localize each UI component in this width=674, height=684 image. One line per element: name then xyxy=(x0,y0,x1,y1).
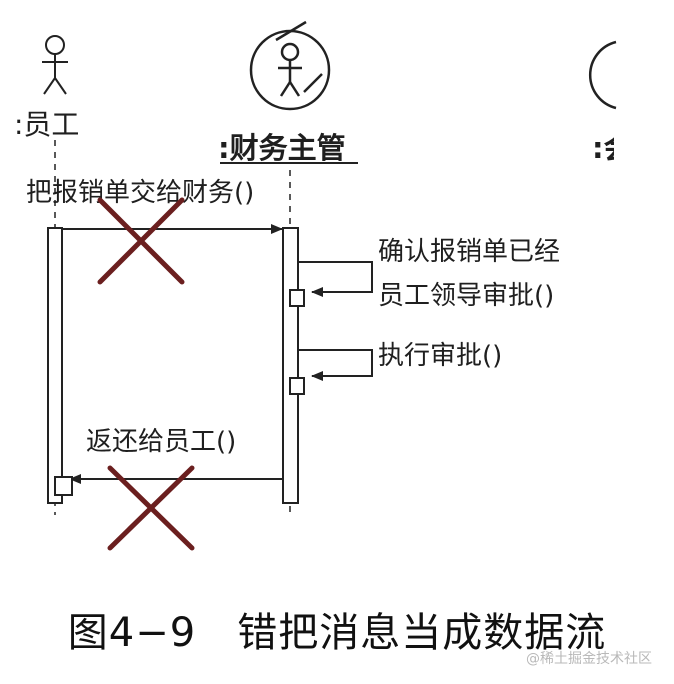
message-return-activation xyxy=(54,476,73,496)
message-confirm-activation xyxy=(289,289,305,307)
message-execute-arrow xyxy=(298,349,373,381)
employee-actor-icon xyxy=(42,35,68,95)
message-submit-label: 把报销单交给财务() xyxy=(26,178,254,208)
message-execute-activation xyxy=(289,377,305,395)
finance-manager-actor-icon xyxy=(249,20,331,111)
third-actor-icon xyxy=(589,40,617,110)
finance-manager-actor-label: :财务主管 xyxy=(218,131,346,165)
watermark: @稀土掘金技术社区 xyxy=(526,651,652,667)
sequence-diagram: :员工 :财务主管 :会 把报销单交给财务() 确认报销单已经 员工领导审批()… xyxy=(14,20,674,551)
employee-actor-label: :员工 xyxy=(14,108,79,141)
cross-mark-return xyxy=(107,465,195,551)
message-execute-label: 执行审批() xyxy=(378,341,502,371)
employee-activation-bar xyxy=(47,227,63,504)
figure-caption: 图4−9 错把消息当成数据流 xyxy=(67,610,607,656)
message-return-label: 返还给员工() xyxy=(86,427,236,457)
third-actor-clip xyxy=(614,120,674,180)
message-confirm-label-line1: 确认报销单已经 xyxy=(378,237,560,267)
message-confirm-arrow xyxy=(298,261,373,297)
message-confirm-label-line2: 员工领导审批() xyxy=(378,281,554,311)
finance-manager-activation-bar xyxy=(282,227,299,504)
cross-mark-submit xyxy=(97,197,185,285)
